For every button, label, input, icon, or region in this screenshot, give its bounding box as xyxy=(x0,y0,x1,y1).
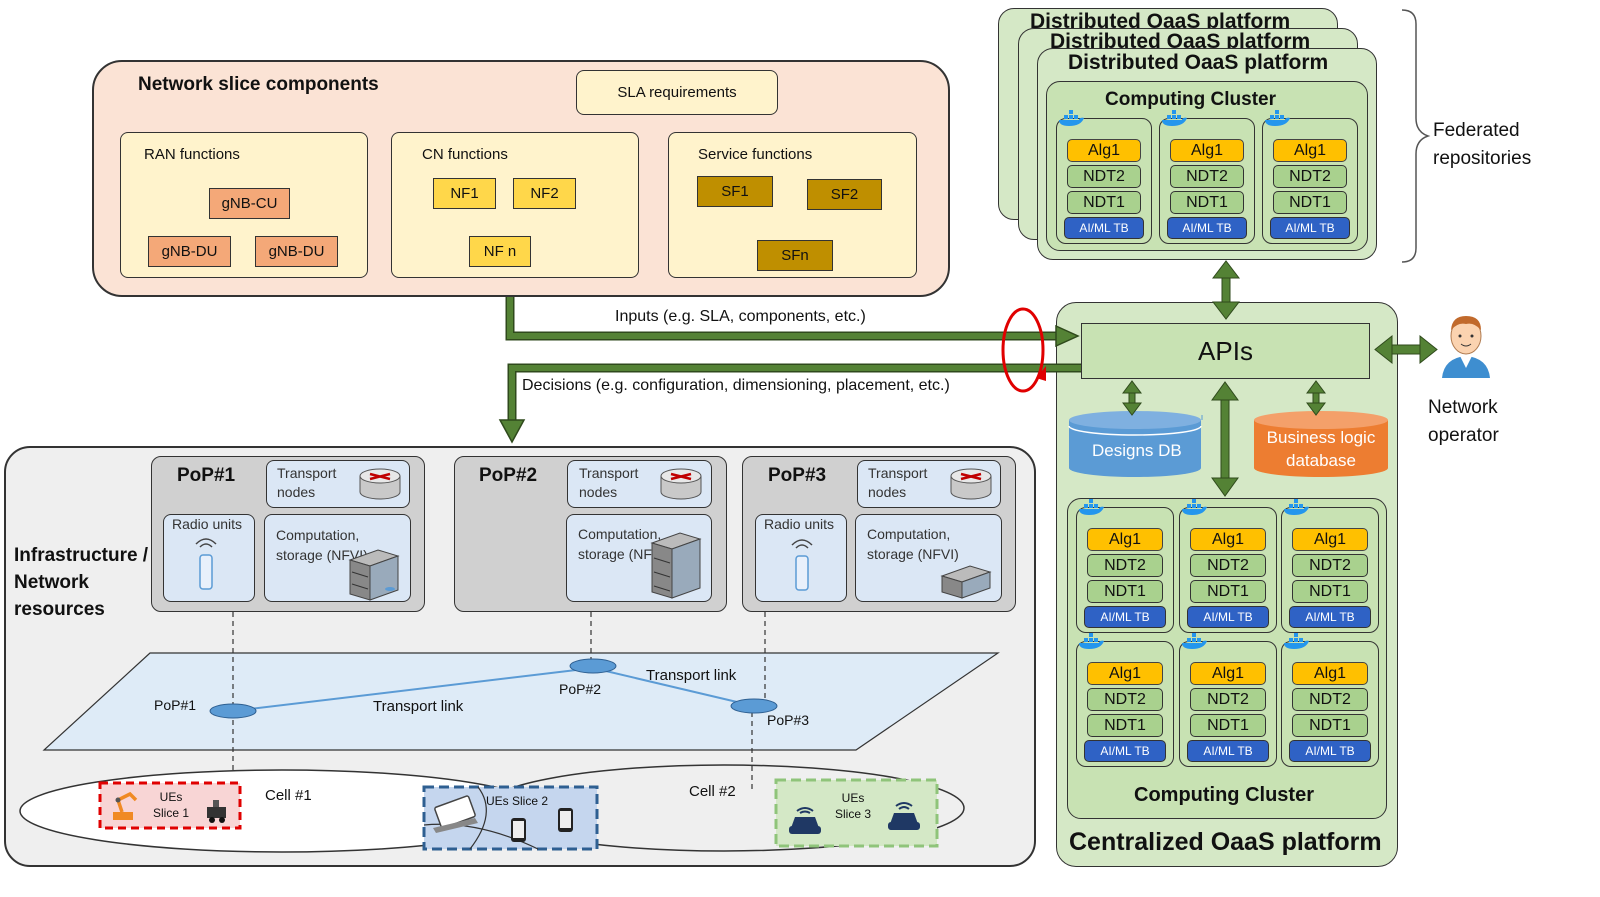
central-cluster-title: Computing Cluster xyxy=(1134,784,1314,806)
distributed-3-docker-icon xyxy=(1265,110,1290,126)
central-1-alg1: Alg1 xyxy=(1087,528,1163,551)
central-3-docker-icon xyxy=(1284,499,1309,515)
central-5-ndt1: NDT1 xyxy=(1190,714,1266,737)
plane-pop1-label: PoP#1 xyxy=(154,697,197,713)
central-4-ndt1: NDT1 xyxy=(1087,714,1163,737)
central-1-ndt2: NDT2 xyxy=(1087,554,1163,577)
central-4-aiml-tb: AI/ML TB xyxy=(1084,740,1166,762)
business-db-label: Business logic database xyxy=(1266,428,1376,470)
central-1-aiml-tb: AI/ML TB xyxy=(1084,606,1166,628)
central-6-aiml-tb: AI/ML TB xyxy=(1289,740,1371,762)
cn-functions-title: CN functions xyxy=(422,146,508,163)
central-5-alg1: Alg1 xyxy=(1190,662,1266,685)
central-4-docker-icon xyxy=(1079,633,1104,649)
central-5-aiml-tb: AI/ML TB xyxy=(1187,740,1269,762)
sf2-chip: SF2 xyxy=(807,179,882,210)
pop1-title: PoP#1 xyxy=(177,465,236,486)
pop3-transport-label: Transport nodes xyxy=(868,465,928,500)
central-5-ndt2: NDT2 xyxy=(1190,688,1266,711)
distributed-platform-title-back-1: Distributed OaaS platform xyxy=(1050,30,1311,49)
distributed-1-docker-icon xyxy=(1059,110,1084,126)
transport-link-label-1: Transport link xyxy=(373,698,464,715)
service-functions-title: Service functions xyxy=(698,146,813,163)
pop3-title: PoP#3 xyxy=(768,465,827,486)
central-1-docker-icon xyxy=(1079,499,1104,515)
central-2-ndt1: NDT1 xyxy=(1190,580,1266,603)
distributed-1-aiml-tb: AI/ML TB xyxy=(1064,217,1144,239)
cell2-label: Cell #2 xyxy=(689,783,736,800)
pop2-transport-label: Transport nodes xyxy=(579,465,639,500)
distributed-3-alg1: Alg1 xyxy=(1273,139,1347,162)
distributed-2-ndt1: NDT1 xyxy=(1170,191,1244,214)
inputs-label: Inputs (e.g. SLA, components, etc.) xyxy=(615,308,866,325)
cell1-label: Cell #1 xyxy=(265,787,312,804)
distributed-2-aiml-tb: AI/ML TB xyxy=(1167,217,1247,239)
central-2-docker-icon xyxy=(1182,499,1207,515)
distributed-platform-title: Distributed OaaS platform xyxy=(1068,51,1329,74)
ues-slice1-label: UEs Slice 1 xyxy=(152,790,190,820)
distributed-2-ndt2: NDT2 xyxy=(1170,165,1244,188)
transport-link-label-2: Transport link xyxy=(646,667,737,684)
central-6-ndt1: NDT1 xyxy=(1292,714,1368,737)
plane-pop2-label: PoP#2 xyxy=(559,681,602,697)
central-3-aiml-tb: AI/ML TB xyxy=(1289,606,1371,628)
slice-title: Network slice components xyxy=(138,74,379,95)
ran-functions-title: RAN functions xyxy=(144,146,240,163)
plane-pop3-label: PoP#3 xyxy=(767,712,810,728)
pop2-computation-label: Computation, storage (NFVI) xyxy=(578,526,670,562)
central-6-alg1: Alg1 xyxy=(1292,662,1368,685)
gnb-cu-chip: gNB-CU xyxy=(209,188,290,219)
distributed-2-docker-icon xyxy=(1162,110,1187,126)
pop1-radio-label: Radio units xyxy=(172,516,243,532)
distributed-cluster-title: Computing Cluster xyxy=(1105,89,1276,110)
distributed-3-aiml-tb: AI/ML TB xyxy=(1270,217,1350,239)
decisions-label: Decisions (e.g. configuration, dimension… xyxy=(522,377,950,394)
feedback-loop-icon xyxy=(1001,307,1045,393)
sf1-chip: SF1 xyxy=(697,176,773,207)
central-2-ndt2: NDT2 xyxy=(1190,554,1266,577)
pop3-computation-label: Computation, storage (NFVI) xyxy=(867,526,959,562)
central-5-docker-icon xyxy=(1182,633,1207,649)
distributed-1-alg1: Alg1 xyxy=(1067,139,1141,162)
infrastructure-title: Infrastructure / Network resources xyxy=(14,545,149,620)
distributed-platform-title-back-2: Distributed OaaS platform xyxy=(1030,10,1291,28)
ues-slice2-label: UEs Slice 2 xyxy=(486,794,549,808)
distributed-1-ndt2: NDT2 xyxy=(1067,165,1141,188)
central-2-alg1: Alg1 xyxy=(1190,528,1266,551)
pop1-computation-label: Computation, storage (NFVI) xyxy=(276,527,368,563)
gnb-du-chip-1: gNB-DU xyxy=(148,236,231,267)
ues-slice3-label: UEs Slice 3 xyxy=(834,791,872,821)
central-4-ndt2: NDT2 xyxy=(1087,688,1163,711)
centralized-platform-title: Centralized OaaS platform xyxy=(1069,828,1382,856)
central-3-ndt2: NDT2 xyxy=(1292,554,1368,577)
distributed-2-alg1: Alg1 xyxy=(1170,139,1244,162)
central-1-ndt1: NDT1 xyxy=(1087,580,1163,603)
central-2-aiml-tb: AI/ML TB xyxy=(1187,606,1269,628)
nf1-chip: NF1 xyxy=(433,178,496,209)
central-3-alg1: Alg1 xyxy=(1292,528,1368,551)
distributed-3-ndt1: NDT1 xyxy=(1273,191,1347,214)
distributed-3-ndt2: NDT2 xyxy=(1273,165,1347,188)
federated-repositories-label: Federated repositories xyxy=(1433,120,1532,169)
pop2-title: PoP#2 xyxy=(479,465,538,486)
central-6-ndt2: NDT2 xyxy=(1292,688,1368,711)
nf2-chip: NF2 xyxy=(513,178,576,209)
network-operator-label: Network operator xyxy=(1428,397,1499,446)
nfn-chip: NF n xyxy=(469,236,531,267)
central-4-alg1: Alg1 xyxy=(1087,662,1163,685)
sfn-chip: SFn xyxy=(757,240,833,271)
pop1-transport-label: Transport nodes xyxy=(277,465,337,500)
distributed-1-ndt1: NDT1 xyxy=(1067,191,1141,214)
sla-requirements-box: SLA requirements xyxy=(576,70,778,115)
designs-db-label: Designs DB xyxy=(1092,441,1182,460)
gnb-du-chip-2: gNB-DU xyxy=(255,236,338,267)
central-6-docker-icon xyxy=(1284,633,1309,649)
pop3-radio-label: Radio units xyxy=(764,516,835,532)
apis-box: APIs xyxy=(1081,323,1370,379)
central-3-ndt1: NDT1 xyxy=(1292,580,1368,603)
